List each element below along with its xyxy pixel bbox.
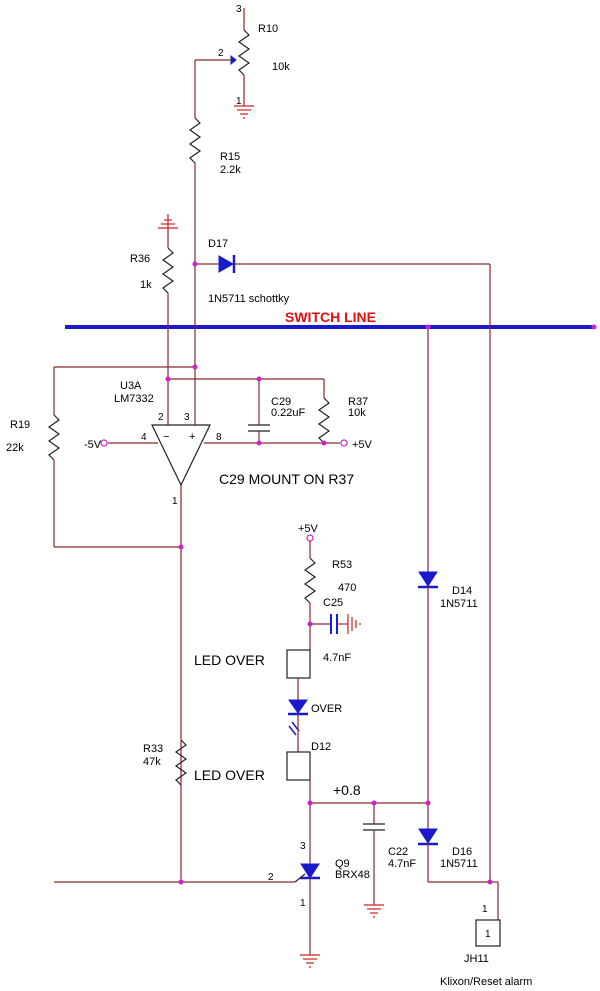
d17-value: 1N5711 schottky <box>208 293 290 305</box>
q9-pin-2: 2 <box>268 872 274 883</box>
u3a-pin-1: 1 <box>172 496 178 507</box>
u3a-pin-3: 3 <box>184 412 190 423</box>
c22-capacitor <box>363 803 385 918</box>
d12-value: OVER <box>311 703 342 715</box>
r10-potentiometer <box>195 8 254 119</box>
d14-ref: D14 <box>452 585 472 597</box>
junction-dots <box>165 261 597 885</box>
c29-ref: C29 <box>271 396 291 408</box>
r15-resistor <box>188 60 202 425</box>
u3a-pin-8: 8 <box>216 432 222 443</box>
jh11-value: Klixon/Reset alarm <box>440 976 532 988</box>
r53-value: 470 <box>338 582 356 594</box>
u3a-value: LM7332 <box>114 393 154 405</box>
r33-ref: R33 <box>143 743 163 755</box>
switch-line-label: SWITCH LINE <box>285 309 376 325</box>
pos5v-label: +5V <box>352 439 373 451</box>
u3a-ref: U3A <box>120 380 142 392</box>
r36-value: 1k <box>140 279 152 291</box>
svg-text:+: + <box>189 431 195 443</box>
d17-diode <box>195 255 491 882</box>
r37-value: 10k <box>348 407 366 419</box>
d16-ref: D16 <box>452 846 472 858</box>
d12-ref: D12 <box>311 741 331 753</box>
c22-ref: C22 <box>388 846 408 858</box>
u3a-opamp: − + <box>100 424 348 882</box>
r36-ref: R36 <box>130 253 150 265</box>
jh11-connector <box>475 919 501 947</box>
led-driver-chain <box>286 534 428 840</box>
r19-value: 22k <box>6 442 24 454</box>
jh11-inner-pin: 1 <box>485 929 491 940</box>
d17-ref: D17 <box>208 238 228 250</box>
q9-pin-1: 1 <box>300 898 306 909</box>
led-over-top-label: LED OVER <box>194 652 265 668</box>
r10-pin-2: 2 <box>218 48 224 59</box>
node-voltage-label: +0.8 <box>333 782 361 798</box>
r15-ref: R15 <box>220 151 240 163</box>
d14-value: 1N5711 <box>440 598 478 610</box>
pos5v-top-label: +5V <box>298 523 319 535</box>
r19-ref: R19 <box>10 419 30 431</box>
led-over-bottom-label: LED OVER <box>194 767 265 783</box>
c25-ref: C25 <box>323 597 343 609</box>
d14-d16-diodes <box>418 327 499 920</box>
svg-text:−: − <box>163 431 169 443</box>
u3a-pin-4: 4 <box>141 432 147 443</box>
c22-value: 4.7nF <box>388 858 416 870</box>
r53-ref: R53 <box>332 559 352 571</box>
q9-value: BRX48 <box>335 869 370 881</box>
r36-resistor <box>158 214 178 425</box>
q9-pin-3: 3 <box>300 841 306 852</box>
c29-value: 0.22uF <box>271 407 306 419</box>
q9-ref: Q9 <box>335 858 350 870</box>
r15-value: 2.2k <box>220 164 241 176</box>
r10-pin-3: 3 <box>236 4 242 15</box>
jh11-ref: JH11 <box>464 953 489 965</box>
r10-ref: R10 <box>258 23 278 35</box>
r37-ref: R37 <box>348 396 368 408</box>
c29-mount-note: C29 MOUNT ON R37 <box>219 471 354 487</box>
r33-resistor <box>174 739 188 786</box>
c25-value: 4.7nF <box>323 652 351 664</box>
r33-value: 47k <box>143 756 161 768</box>
jh11-pin-label: 1 <box>482 904 488 915</box>
r10-value: 10k <box>272 61 290 73</box>
r10-pin-1: 1 <box>236 96 242 107</box>
u3a-pin-2: 2 <box>158 412 164 423</box>
feedback-network <box>47 366 331 548</box>
q9-transistor <box>54 840 320 968</box>
d16-value: 1N5711 <box>440 858 478 870</box>
neg5v-label: -5V <box>84 439 102 451</box>
